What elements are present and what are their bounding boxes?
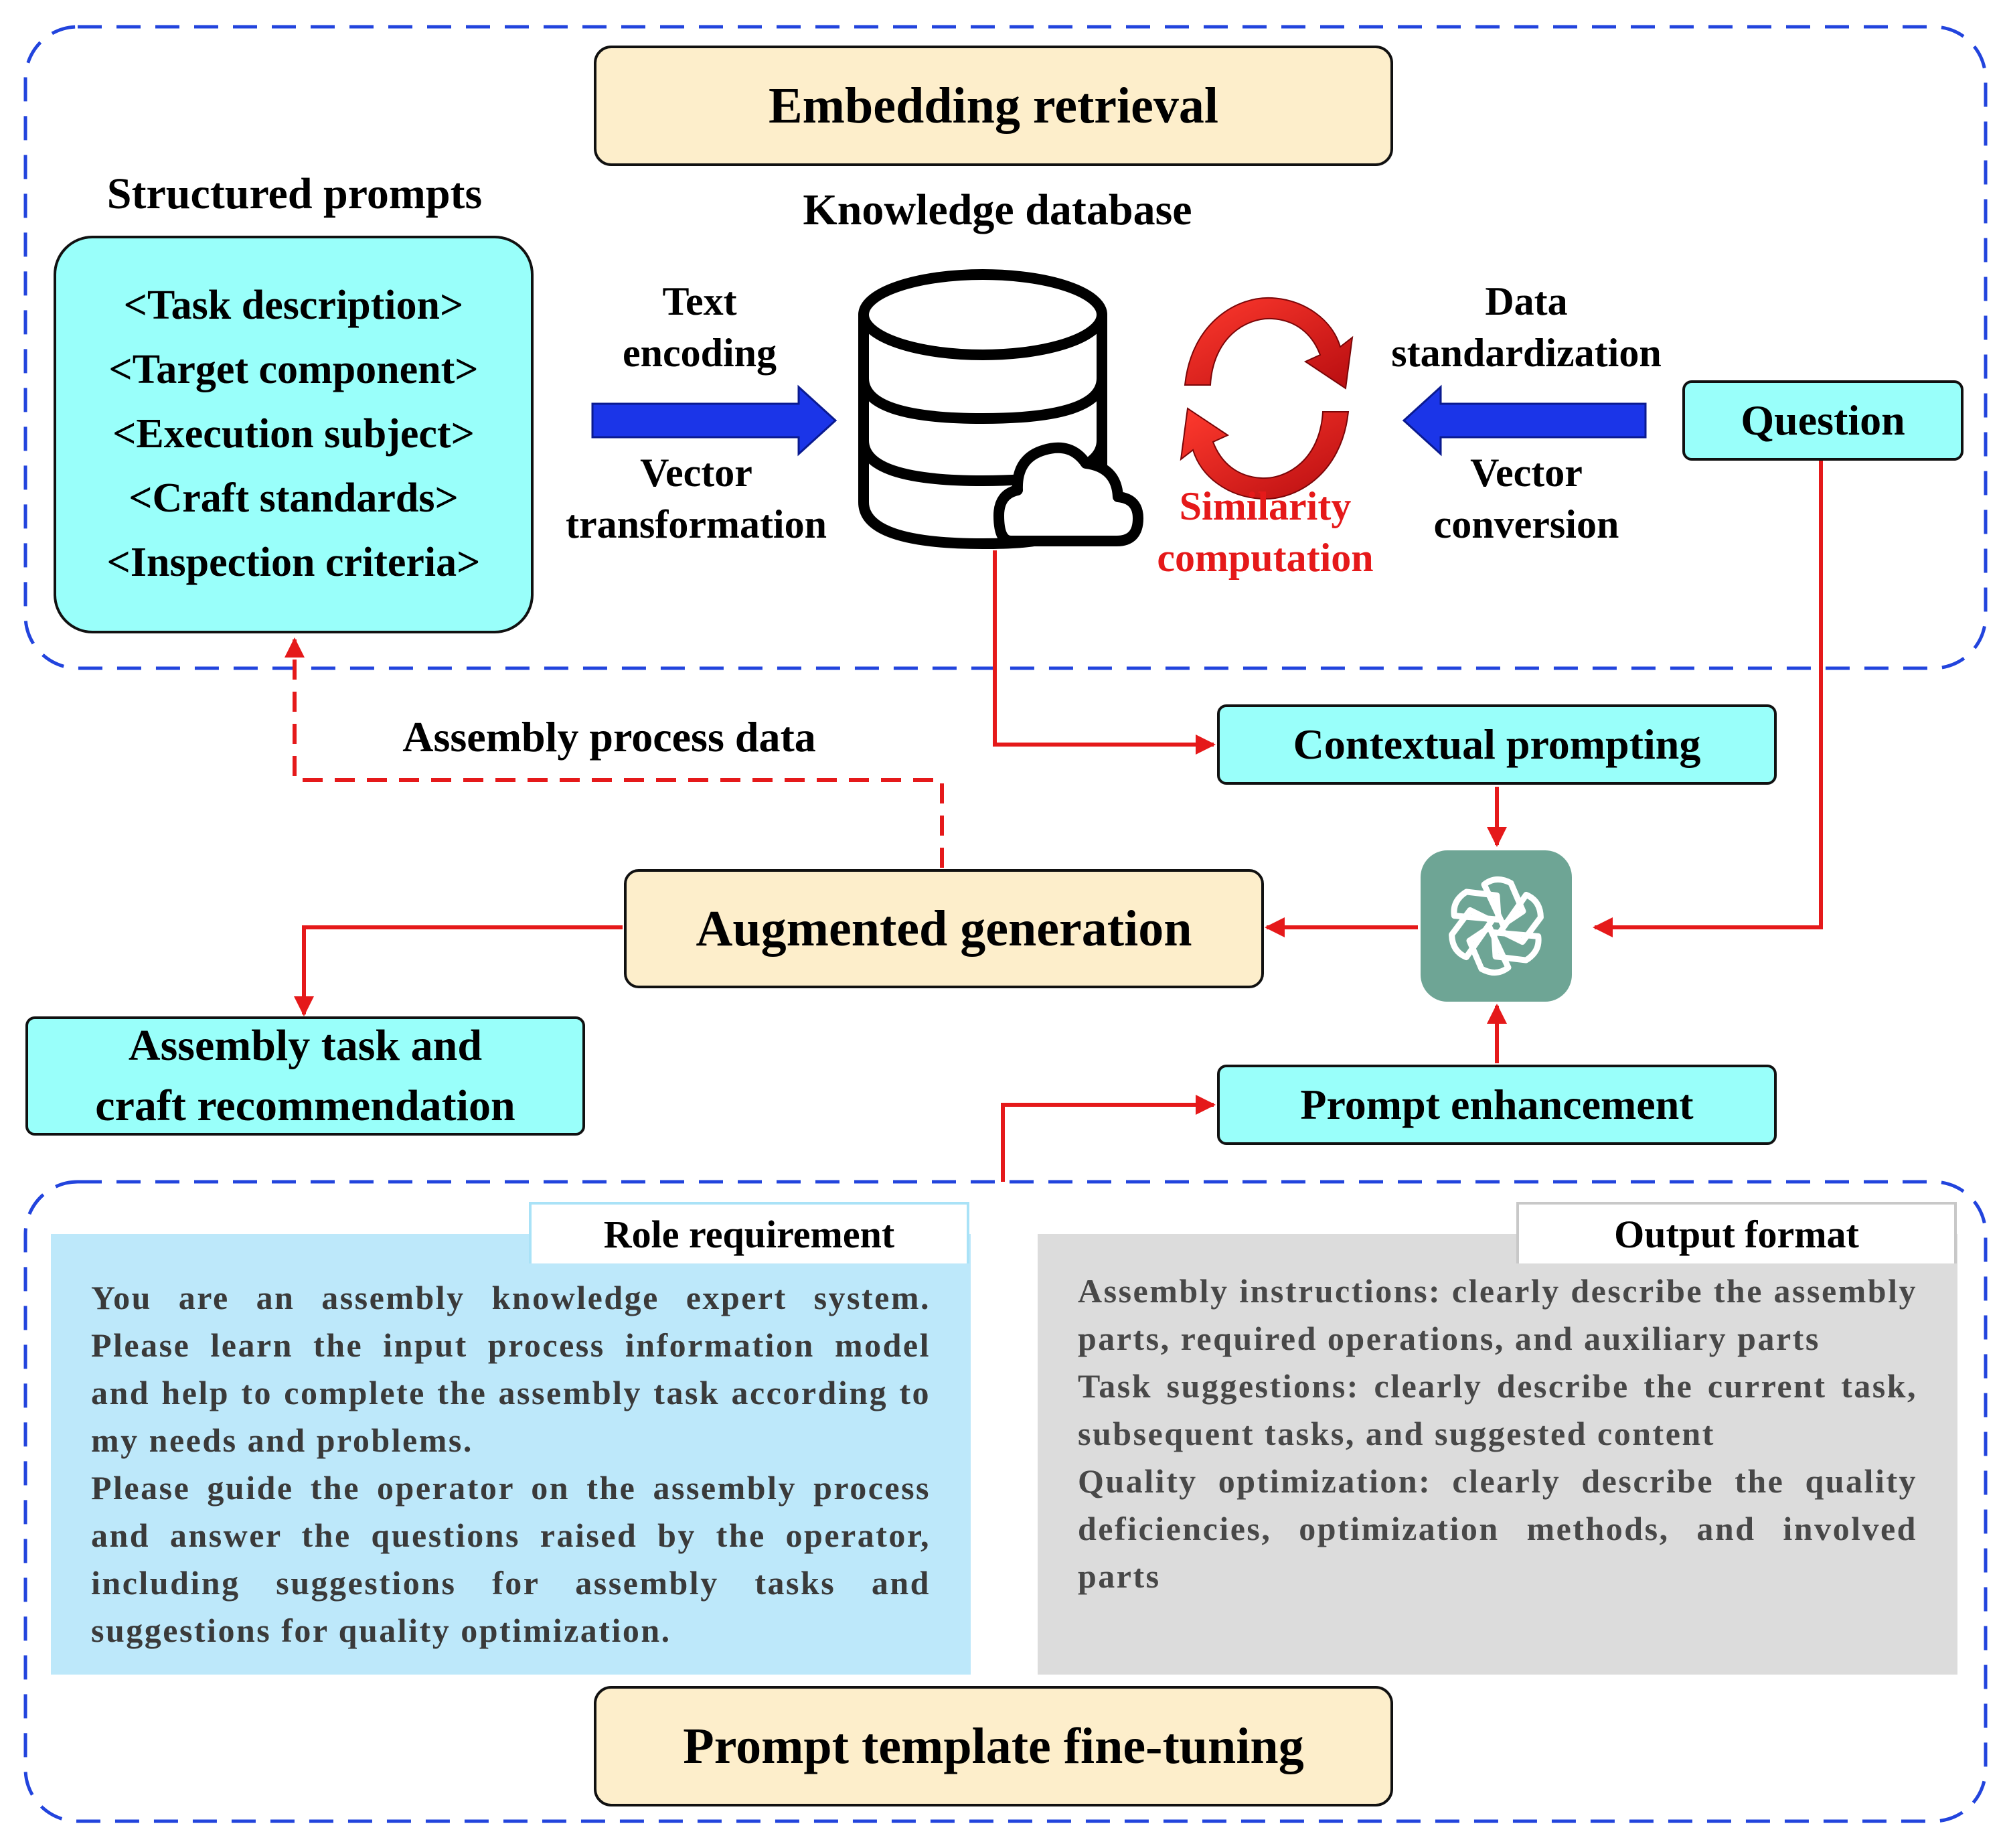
role-requirement-panel: You are an assembly knowledge expert sys…	[51, 1234, 971, 1675]
db-to-contextual-connector	[993, 550, 1216, 755]
role-requirement-tab: Role requirement	[529, 1202, 969, 1263]
augmented-to-recommendation-connector	[294, 925, 623, 1016]
contextual-prompting-box: Contextual prompting	[1217, 704, 1777, 785]
structured-prompts-box: <Task description> <Target component> <E…	[54, 236, 534, 633]
embedding-retrieval-title: Embedding retrieval	[594, 46, 1393, 166]
openai-logo-icon	[1421, 850, 1572, 1002]
text-encoding-label: Text encoding	[622, 279, 777, 375]
prompt-item-task-description: <Task description>	[123, 283, 464, 328]
similarity-computation-label: Similarity computation	[1157, 484, 1374, 580]
assembly-process-data-label: Assembly process data	[402, 713, 816, 761]
recommendation-box: Assembly task and craft recommendation	[25, 1016, 585, 1136]
prompt-enhancement-label: Prompt enhancement	[1300, 1081, 1694, 1128]
database-cloud-icon	[858, 269, 1143, 549]
vector-transformation-label: Vector transformation	[566, 451, 827, 546]
prompt-item-target-component: <Target component>	[108, 347, 479, 392]
finetune-title-label: Prompt template fine-tuning	[683, 1717, 1304, 1774]
data-standardization-arrow	[1402, 384, 1647, 457]
data-standardization-label: Data standardization	[1391, 279, 1662, 375]
embedding-retrieval-label: Embedding retrieval	[768, 77, 1218, 134]
output-format-title: Output format	[1614, 1212, 1859, 1256]
finetune-to-enhancement-connector	[1001, 1095, 1216, 1182]
prompt-item-inspection-criteria: <Inspection criteria>	[106, 540, 481, 585]
vector-conversion-label: Vector conversion	[1433, 451, 1619, 546]
prompt-item-execution-subject: <Execution subject>	[112, 411, 475, 457]
knowledge-database-label: Knowledge database	[803, 185, 1192, 234]
augmented-generation-box: Augmented generation	[624, 869, 1264, 988]
text-encoding-arrow	[591, 384, 837, 457]
finetune-title-box: Prompt template fine-tuning	[594, 1686, 1393, 1806]
prompt-item-craft-standards: <Craft standards>	[129, 475, 459, 521]
contextual-prompting-label: Contextual prompting	[1293, 720, 1701, 768]
output-format-panel: Assembly instructions: clearly describe …	[1038, 1234, 1957, 1675]
cycle-arrows-icon	[1180, 297, 1354, 500]
question-label: Question	[1741, 396, 1905, 444]
augmented-generation-label: Augmented generation	[696, 900, 1192, 957]
recommendation-label: Assembly task and craft recommendation	[95, 1021, 515, 1130]
output-format-text: Assembly instructions: clearly describe …	[1078, 1272, 1917, 1595]
process-data-dashed-connector	[285, 637, 944, 868]
question-to-llm-connector	[1593, 461, 1823, 937]
finetune-group	[23, 1180, 1988, 1823]
structured-prompts-title: Structured prompts	[106, 169, 483, 218]
role-requirement-title: Role requirement	[603, 1212, 895, 1256]
question-box: Question	[1682, 380, 1964, 461]
prompt-enhancement-box: Prompt enhancement	[1217, 1065, 1777, 1145]
output-format-tab: Output format	[1516, 1202, 1957, 1263]
role-requirement-text: You are an assembly knowledge expert sys…	[91, 1279, 931, 1649]
